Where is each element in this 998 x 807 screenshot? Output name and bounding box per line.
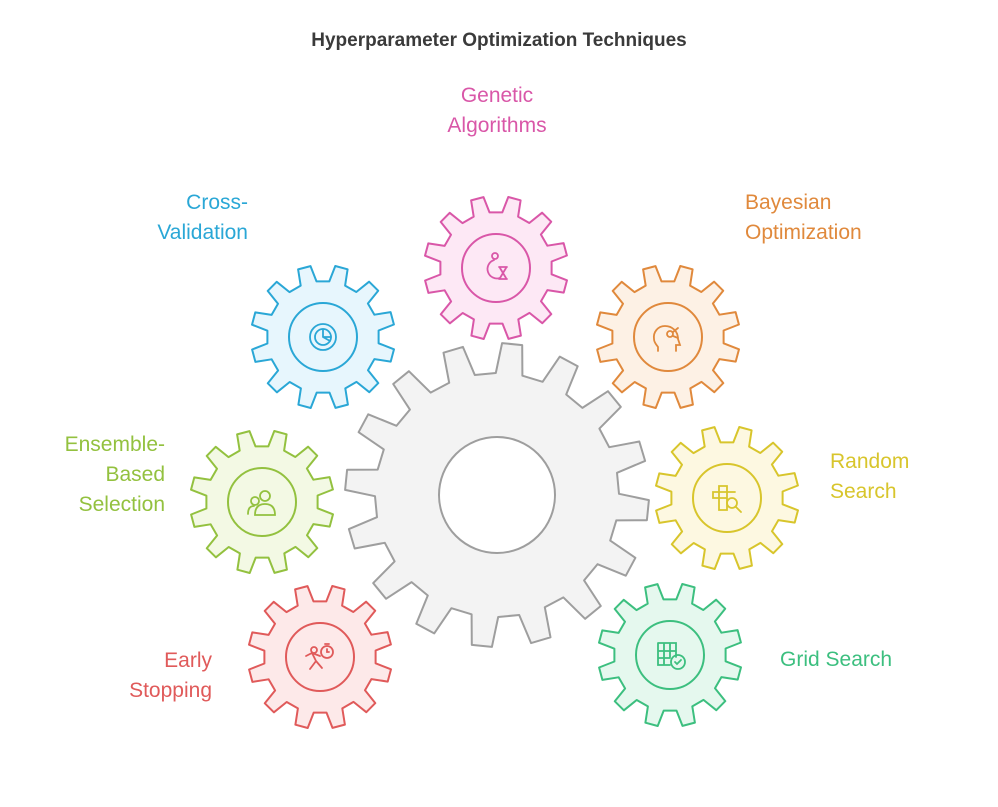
gear-bayes bbox=[596, 265, 740, 409]
label-line: Selection bbox=[78, 493, 165, 516]
label-line: Search bbox=[830, 480, 897, 503]
gear-early-outline bbox=[248, 585, 392, 729]
gear-early bbox=[248, 585, 392, 729]
gear-genetic-outline bbox=[424, 196, 568, 340]
label-line: Cross- bbox=[186, 191, 248, 214]
label-line: Grid Search bbox=[780, 648, 893, 671]
gear-ensemble-ring bbox=[227, 467, 297, 537]
gear-grid-ring bbox=[635, 620, 705, 690]
grid-search-icon bbox=[712, 485, 742, 513]
gear-grid bbox=[598, 583, 742, 727]
dna-icon bbox=[486, 252, 508, 280]
center-gear-hole bbox=[438, 436, 556, 554]
group-icon bbox=[247, 490, 276, 516]
label-line: Validation bbox=[157, 221, 248, 244]
label-line: Stopping bbox=[129, 679, 212, 702]
pie-chart-icon bbox=[309, 323, 337, 351]
label-line: Ensemble- bbox=[64, 433, 165, 456]
label-line: Based bbox=[105, 463, 165, 486]
gear-early-ring bbox=[285, 622, 355, 692]
label-cross: Cross- Validation bbox=[48, 188, 248, 248]
gear-cross bbox=[251, 265, 395, 409]
label-line: Algorithms bbox=[447, 114, 547, 137]
label-line: Bayesian bbox=[745, 191, 832, 214]
gear-ensemble-outline bbox=[190, 430, 334, 574]
gear-genetic-ring bbox=[461, 233, 531, 303]
gear-bayes-ring bbox=[633, 302, 703, 372]
gear-random bbox=[655, 426, 799, 570]
gear-cross-ring bbox=[288, 302, 358, 372]
runner-timer-icon bbox=[305, 643, 334, 670]
gear-random-ring bbox=[692, 463, 762, 533]
gear-genetic bbox=[424, 196, 568, 340]
grid-check-icon bbox=[657, 642, 686, 670]
label-line: Random bbox=[830, 450, 910, 473]
brain-head-icon bbox=[652, 325, 682, 352]
diagram-title: Hyperparameter Optimization Techniques bbox=[311, 30, 687, 51]
gear-ensemble bbox=[190, 430, 334, 574]
label-line: Optimization bbox=[745, 221, 862, 244]
label-line: Genetic bbox=[460, 84, 534, 107]
label-grid: Grid Search bbox=[780, 645, 980, 675]
label-line: Early bbox=[164, 649, 212, 672]
